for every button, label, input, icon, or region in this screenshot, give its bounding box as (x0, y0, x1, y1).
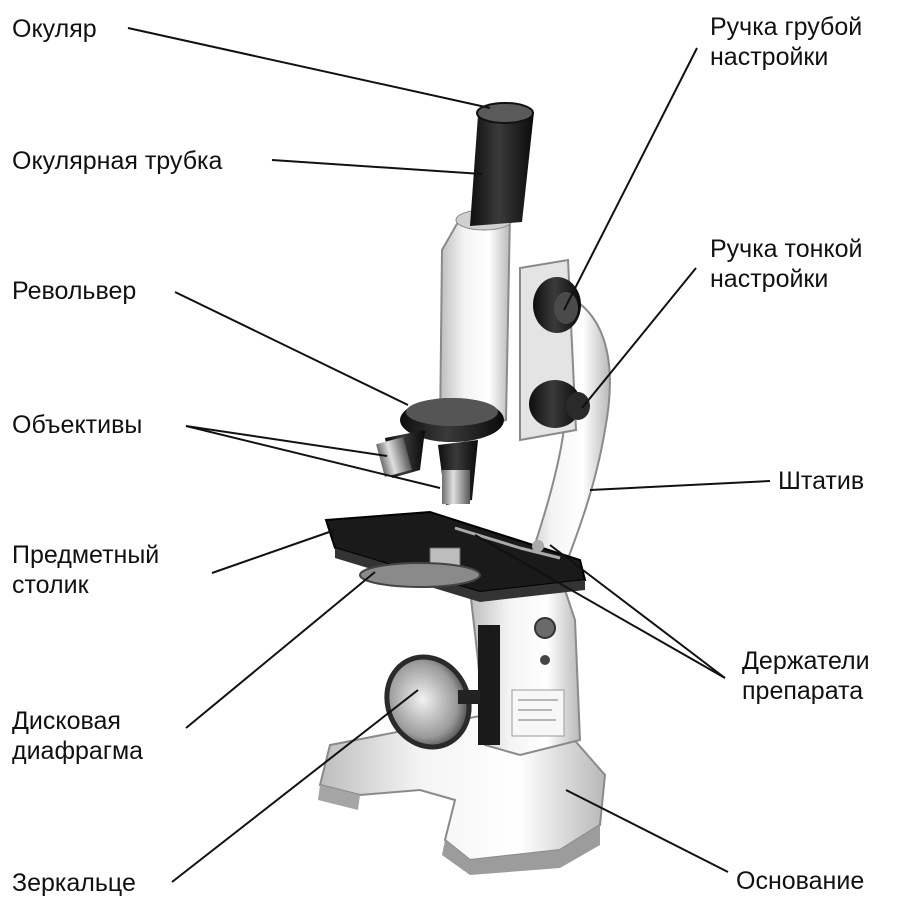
label-stage: Предметный столик (12, 540, 159, 600)
eyepiece-tube-part (470, 103, 534, 226)
leader-revolver (175, 292, 408, 405)
label-eyepiece: Окуляр (12, 14, 97, 44)
coarse-focus-knob (533, 277, 581, 333)
label-eyepiece-tube: Окулярная трубка (12, 146, 222, 176)
leader-coarse (564, 48, 697, 310)
label-objectives: Объективы (12, 410, 142, 440)
leader-stand (590, 481, 770, 490)
label-fine-focus: Ручка тонкой настройки (710, 234, 863, 294)
label-base: Основание (736, 866, 864, 896)
leader-diaphragm (186, 572, 375, 728)
label-coarse-focus: Ручка грубой настройки (710, 12, 862, 72)
label-mirror: Зеркальце (12, 868, 136, 898)
leader-eyepiece-tube (272, 160, 482, 174)
label-diaphragm: Дисковая диафрагма (12, 706, 143, 766)
label-revolver: Револьвер (12, 276, 136, 306)
leader-eyepiece (128, 28, 490, 108)
pillar-part (470, 575, 580, 755)
leader-stage (212, 530, 335, 573)
label-holders: Держатели препарата (742, 646, 870, 706)
label-stand: Штатив (778, 466, 864, 496)
diaphragm-part (360, 563, 480, 587)
